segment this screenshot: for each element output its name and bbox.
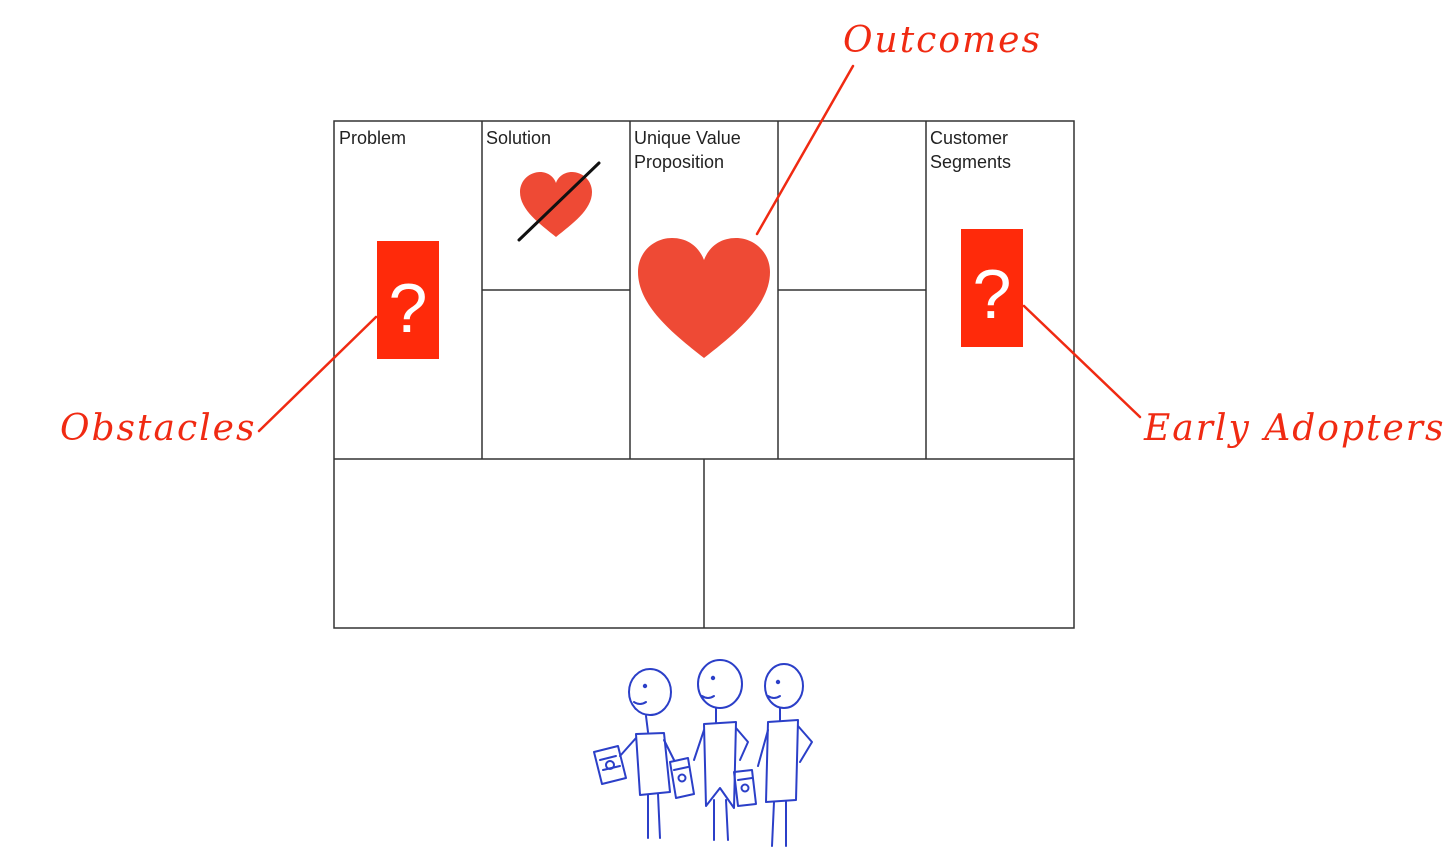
outcomes-annotation: Outcomes [843,20,1042,61]
problem-question-card: ? [377,241,439,359]
early-adopters-annotation: Early Adopters [1143,408,1445,449]
problem-label: Problem [339,128,406,148]
uvp-label-line-2: Proposition [634,152,724,172]
obstacles-annotation: Obstacles [60,408,256,449]
heart-icon [638,238,770,358]
obstacles-pointer [257,315,378,433]
lean-canvas-grid [333,120,1075,629]
uvp-label-line-1: Unique Value [634,128,741,148]
question-card-icon [961,229,1023,347]
question-mark: ? [973,255,1012,333]
customer-question-card: ? [961,229,1023,347]
stick-figure [693,659,749,841]
solution-label: Solution [486,128,551,148]
stick-figures-sketch [593,659,813,847]
money-icon [593,745,627,785]
money-icon [669,757,695,799]
stick-figure [619,668,675,839]
early-adopters-pointer [1022,304,1142,419]
customer-segments-label-line-1: Customer [930,128,1008,148]
crossed-heart-icon [517,161,601,242]
question-card-icon [377,241,439,359]
customer-segments-label-line-2: Segments [930,152,1011,172]
question-mark: ? [389,269,428,347]
outcomes-pointer [755,64,855,236]
stick-figure [757,663,813,847]
money-icon [733,769,757,807]
